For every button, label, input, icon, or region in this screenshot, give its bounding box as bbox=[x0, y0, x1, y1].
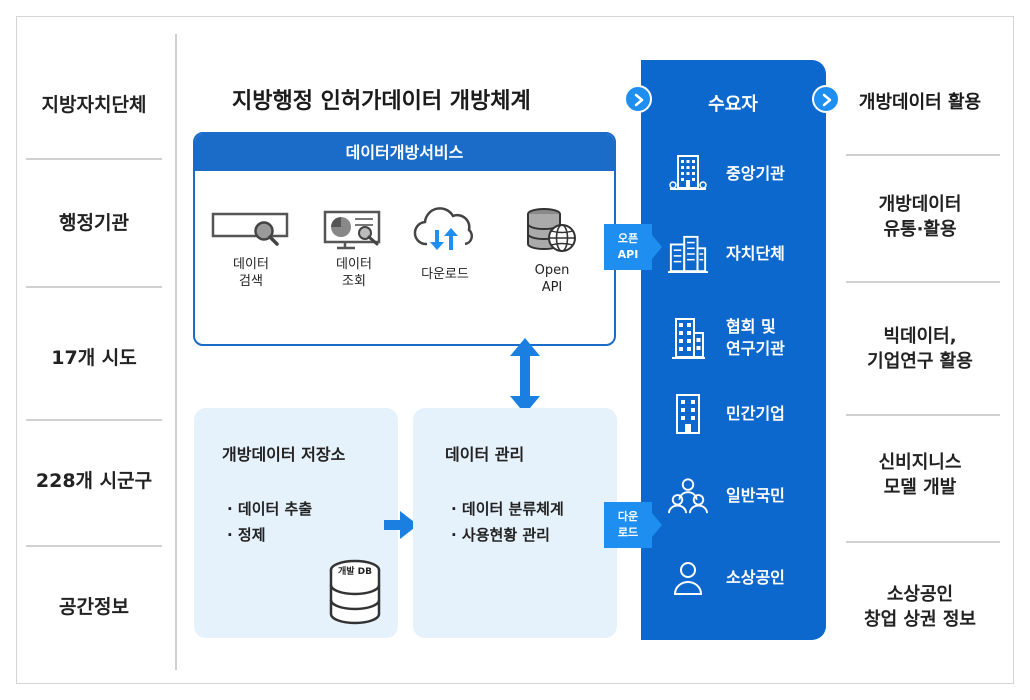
right-item-line: 빅데이터, bbox=[883, 326, 957, 347]
bidirectional-arrow-icon bbox=[510, 338, 540, 414]
open-api-tag: 오픈 API bbox=[604, 224, 662, 270]
left-separator bbox=[26, 545, 162, 547]
left-item-admin-agency: 행정기관 bbox=[59, 212, 129, 234]
service-box-header: 데이터개방서비스 bbox=[195, 134, 614, 171]
service-label-line1: 다운로드 bbox=[421, 267, 469, 282]
storage-item: · 정제 bbox=[227, 526, 266, 544]
tag-line: 로드 bbox=[617, 526, 639, 539]
right-item-line: 개방데이터 bbox=[878, 194, 962, 215]
demand-chevron-badge bbox=[624, 85, 652, 113]
demand-title: 수요자 bbox=[708, 94, 758, 115]
demand-item-local-gov: 자치단체 bbox=[668, 228, 818, 280]
storage-box-list: · 데이터 추출 · 정제 bbox=[227, 496, 312, 548]
demand-item-label: 민간기업 bbox=[726, 404, 785, 423]
left-separator bbox=[26, 286, 162, 288]
open-data-storage-box: 개방데이터 저장소 · 데이터 추출 · 정제 개발 DB bbox=[194, 408, 398, 638]
right-separator bbox=[846, 541, 1000, 543]
left-separator bbox=[26, 419, 162, 421]
cloud-download-icon bbox=[413, 207, 474, 250]
management-item: · 데이터 분류체계 bbox=[451, 500, 564, 518]
service-label-line2: API bbox=[541, 280, 563, 295]
left-separator bbox=[26, 158, 162, 160]
person-icon bbox=[673, 562, 703, 595]
service-label-line1: 데이터 bbox=[233, 257, 269, 272]
diagram-title: 지방행정 인허가데이터 개방체계 bbox=[232, 89, 531, 114]
service-label-line1: Open bbox=[534, 263, 570, 278]
people-group-icon bbox=[668, 478, 708, 514]
demand-panel bbox=[641, 60, 826, 640]
right-separator bbox=[846, 281, 1000, 283]
chevron-right-icon bbox=[634, 93, 644, 107]
demand-item-label: 일반국민 bbox=[726, 486, 785, 505]
data-management-box: 데이터 관리 · 데이터 분류체계 · 사용현황 관리 bbox=[413, 408, 617, 638]
demand-item-central-agency: 중앙기관 bbox=[668, 148, 818, 200]
right-item-line: 소상공인 bbox=[886, 584, 954, 605]
tag-line: 다운 bbox=[617, 510, 639, 523]
service-download: 다운로드 bbox=[395, 204, 495, 283]
left-item-provinces: 17개 시도 bbox=[51, 347, 137, 369]
demand-item-private-company: 민간기업 bbox=[668, 388, 818, 440]
db-label: 개발 DB bbox=[337, 567, 373, 577]
city-buildings-icon bbox=[668, 235, 708, 274]
left-item-spatial-info: 공간정보 bbox=[59, 596, 129, 618]
demand-item-label-line2: 연구기관 bbox=[726, 339, 785, 358]
left-item-districts: 228개 시군구 bbox=[35, 470, 153, 492]
storage-item: · 데이터 추출 bbox=[227, 500, 313, 518]
dev-db: 개발 DB bbox=[328, 558, 382, 626]
management-item: · 사용현황 관리 bbox=[451, 526, 550, 544]
right-item-line: 기업연구 활용 bbox=[867, 351, 973, 372]
usage-chevron-badge bbox=[812, 85, 840, 113]
tag-line: API bbox=[617, 248, 639, 261]
right-item-line: 신비지니스 bbox=[878, 452, 962, 473]
management-box-list: · 데이터 분류체계 · 사용현황 관리 bbox=[451, 496, 564, 548]
service-label-line2: 조회 bbox=[342, 274, 366, 289]
database-globe-icon bbox=[527, 208, 576, 252]
demand-item-label-line1: 협회 및 bbox=[726, 317, 776, 336]
government-building-icon bbox=[669, 155, 707, 190]
demand-item-label: 소상공인 bbox=[726, 568, 785, 587]
chart-monitor-icon bbox=[323, 210, 381, 250]
storage-box-title: 개방데이터 저장소 bbox=[222, 445, 346, 464]
right-arrow-icon bbox=[384, 511, 418, 539]
demand-item-label: 자치단체 bbox=[726, 244, 785, 263]
tag-line: 오픈 bbox=[617, 232, 639, 245]
demand-item-small-business: 소상공인 bbox=[668, 552, 818, 604]
chevron-right-icon bbox=[822, 93, 832, 107]
service-label-line1: 데이터 bbox=[336, 257, 372, 272]
right-item-line: 모델 개발 bbox=[883, 477, 957, 498]
right-item-line: 창업 상권 정보 bbox=[864, 609, 976, 630]
company-building-icon bbox=[676, 394, 700, 434]
demand-item-label: 중앙기관 bbox=[726, 164, 785, 183]
search-monitor-icon bbox=[211, 212, 289, 246]
office-building-icon bbox=[672, 318, 705, 359]
service-label-line2: 검색 bbox=[239, 274, 263, 289]
right-separator bbox=[846, 414, 1000, 416]
left-item-local-gov: 지방자치단체 bbox=[41, 94, 147, 116]
management-box-title: 데이터 관리 bbox=[445, 445, 525, 464]
right-item-line: 유통·활용 bbox=[883, 219, 957, 240]
column-divider bbox=[175, 34, 177, 670]
right-item-bigdata: 빅데이터, 기업연구 활용 bbox=[845, 324, 995, 374]
demand-item-citizens: 일반국민 bbox=[668, 470, 818, 522]
diagram-frame bbox=[16, 16, 1014, 684]
open-data-usage-title: 개방데이터 활용 bbox=[858, 92, 982, 113]
right-separator bbox=[846, 154, 1000, 156]
database-icon bbox=[329, 559, 381, 625]
